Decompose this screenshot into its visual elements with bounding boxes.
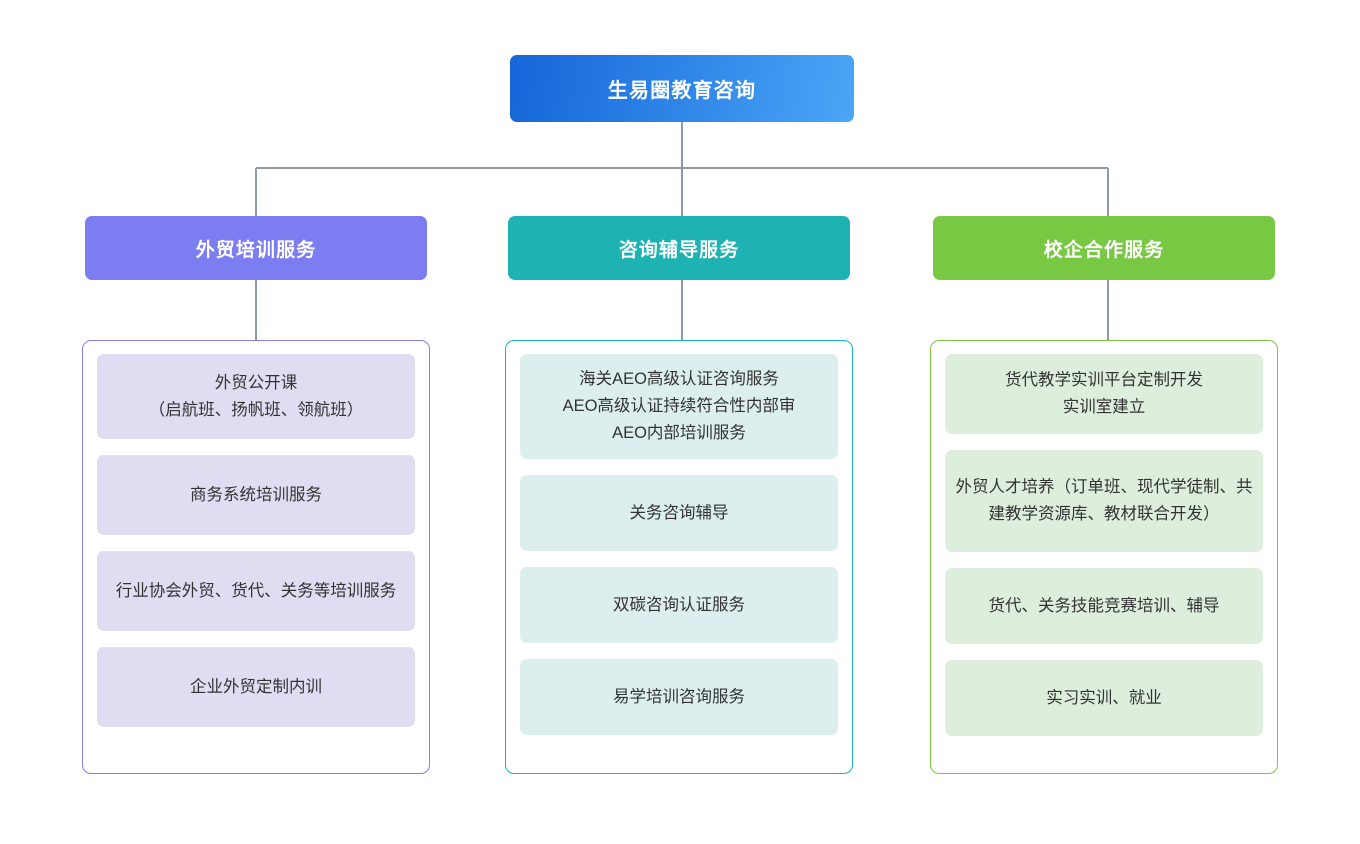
branch-header-0[interactable]: 外贸培训服务 bbox=[85, 216, 427, 280]
leaf-node[interactable]: 货代教学实训平台定制开发 实训室建立 bbox=[945, 354, 1263, 434]
leaf-node[interactable]: 关务咨询辅导 bbox=[520, 475, 838, 551]
branch-header-2[interactable]: 校企合作服务 bbox=[933, 216, 1275, 280]
leaf-node[interactable]: 企业外贸定制内训 bbox=[97, 647, 415, 727]
leaf-node[interactable]: 易学培训咨询服务 bbox=[520, 659, 838, 735]
leaf-node[interactable]: 商务系统培训服务 bbox=[97, 455, 415, 535]
leaf-node[interactable]: 海关AEO高级认证咨询服务 AEO高级认证持续符合性内部审 AEO内部培训服务 bbox=[520, 354, 838, 459]
root-node[interactable]: 生易圈教育咨询 bbox=[510, 55, 854, 122]
branch-header-1[interactable]: 咨询辅导服务 bbox=[508, 216, 850, 280]
branch-body-1: 海关AEO高级认证咨询服务 AEO高级认证持续符合性内部审 AEO内部培训服务 … bbox=[505, 340, 853, 774]
branch-body-2: 货代教学实训平台定制开发 实训室建立 外贸人才培养（订单班、现代学徒制、共建教学… bbox=[930, 340, 1278, 774]
leaf-node[interactable]: 货代、关务技能竞赛培训、辅导 bbox=[945, 568, 1263, 644]
leaf-node[interactable]: 外贸公开课 （启航班、扬帆班、领航班） bbox=[97, 354, 415, 439]
leaf-node[interactable]: 双碳咨询认证服务 bbox=[520, 567, 838, 643]
leaf-node[interactable]: 实习实训、就业 bbox=[945, 660, 1263, 736]
leaf-node[interactable]: 外贸人才培养（订单班、现代学徒制、共建教学资源库、教材联合开发） bbox=[945, 450, 1263, 552]
leaf-node[interactable]: 行业协会外贸、货代、关务等培训服务 bbox=[97, 551, 415, 631]
branch-body-0: 外贸公开课 （启航班、扬帆班、领航班） 商务系统培训服务 行业协会外贸、货代、关… bbox=[82, 340, 430, 774]
